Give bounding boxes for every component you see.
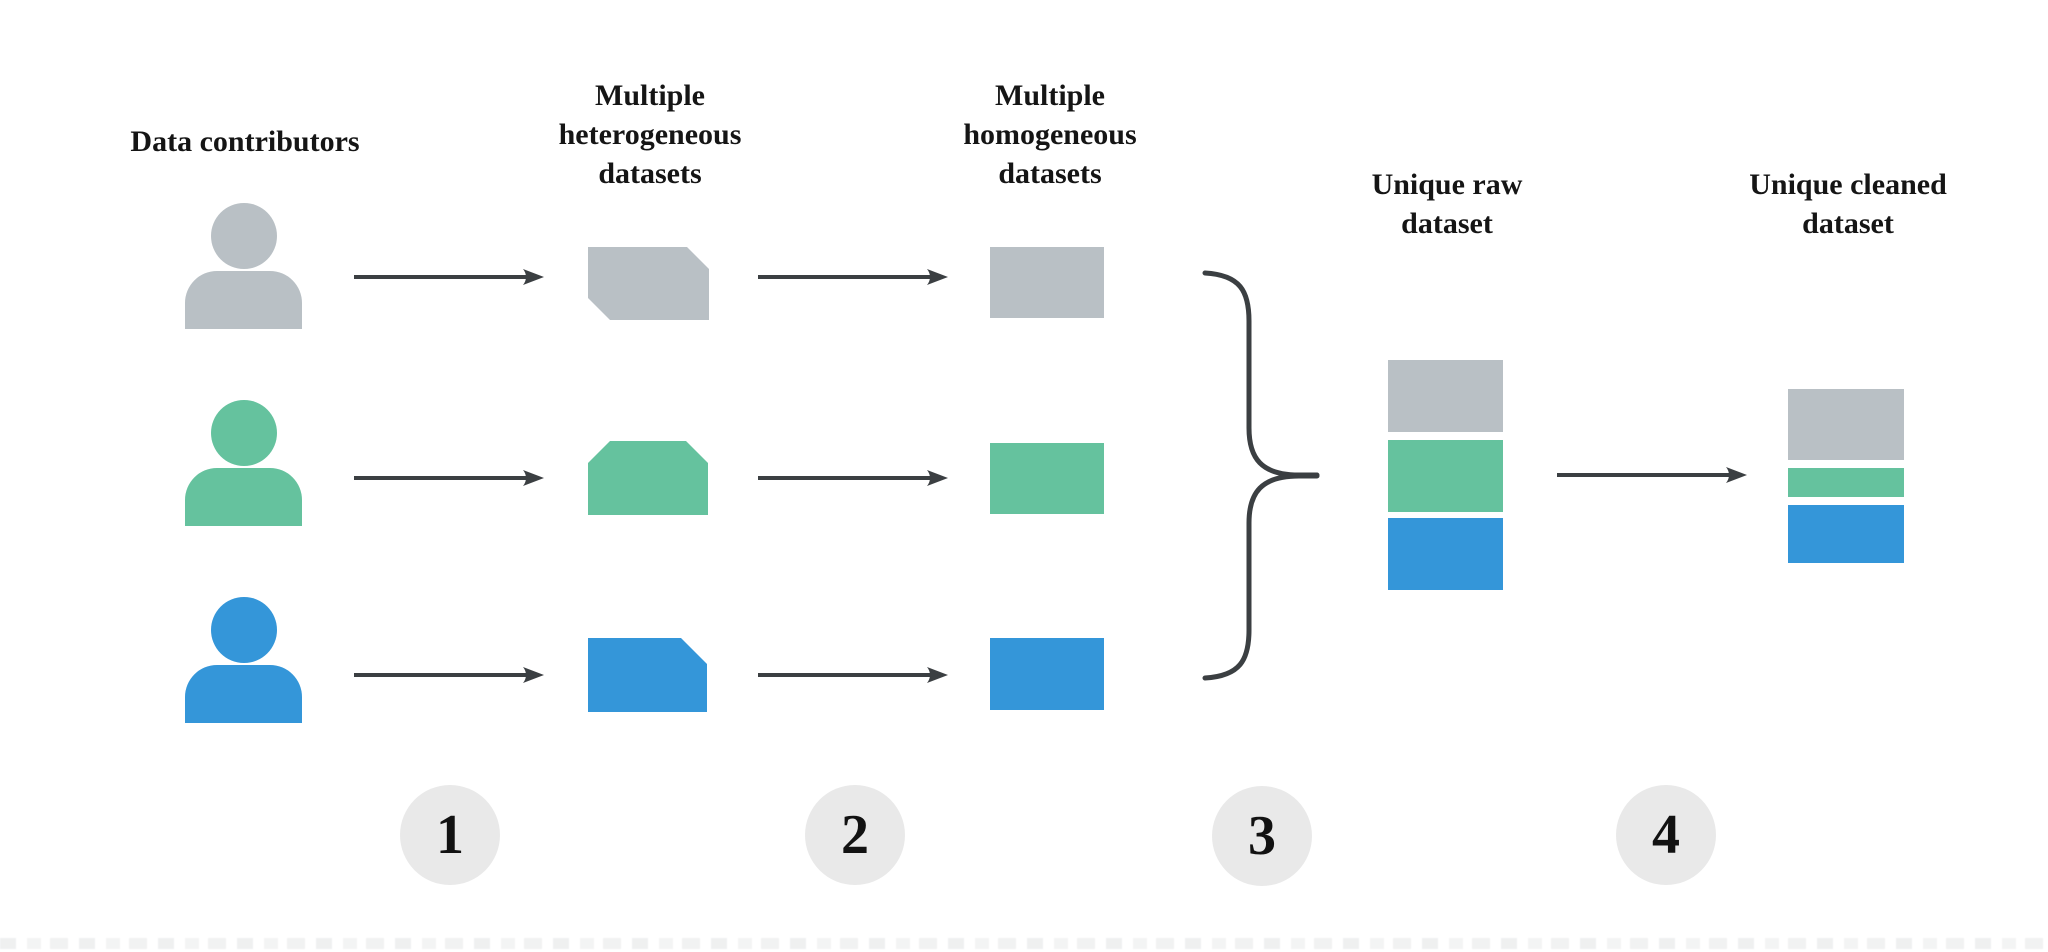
raw-dataset-segment [1388,518,1503,590]
label-line: datasets [598,157,702,190]
label-line: dataset [1802,207,1894,240]
person-head [210,203,277,269]
label-line: Multiple [995,79,1105,112]
label-homogeneous-datasets: Multiple homogeneous datasets [890,76,1210,193]
label-line: Unique raw [1371,168,1523,201]
label-line: heterogeneous [558,118,742,151]
label-heterogeneous-datasets: Multiple heterogeneous datasets [490,76,810,193]
heterogeneous-dataset-shape [588,247,709,320]
heterogeneous-dataset-shape [588,638,707,712]
curly-brace [1202,270,1320,681]
homogeneous-dataset-rect [990,638,1104,710]
person-icon [185,203,302,329]
label-unique-cleaned-dataset: Unique cleaned dataset [1688,165,2008,243]
person-icon [185,400,302,526]
label-line: Unique cleaned [1749,168,1947,201]
homogeneous-dataset-rect [990,443,1104,514]
person-head [210,597,277,663]
label-line: datasets [998,157,1102,190]
cropped-text-artifact [0,938,2048,949]
cleaned-dataset-segment [1788,505,1904,563]
label-unique-raw-dataset: Unique raw dataset [1287,165,1607,243]
step-badge: 4 [1616,785,1716,885]
label-line: Multiple [595,79,705,112]
raw-dataset-segment [1388,360,1503,432]
raw-dataset-segment [1388,440,1503,512]
heterogeneous-dataset-shape [588,441,708,515]
person-torso [185,468,302,526]
flow-arrow [758,667,948,683]
label-line: dataset [1401,207,1493,240]
label-line: homogeneous [963,118,1137,151]
person-head [210,400,277,466]
flow-arrow [758,470,948,486]
cleaned-dataset-segment [1788,389,1904,460]
homogeneous-dataset-rect [990,247,1104,318]
person-torso [185,665,302,723]
flow-arrow [758,269,948,285]
flow-arrow [354,470,544,486]
person-torso [185,271,302,329]
cleaned-dataset-segment [1788,468,1904,497]
step-badge: 3 [1212,786,1312,886]
flow-arrow [354,667,544,683]
flow-arrow [1557,467,1747,483]
label-data-contributors: Data contributors [130,125,360,158]
step-badge: 1 [400,785,500,885]
person-icon [185,597,302,723]
flow-arrow [354,269,544,285]
step-badge: 2 [805,785,905,885]
